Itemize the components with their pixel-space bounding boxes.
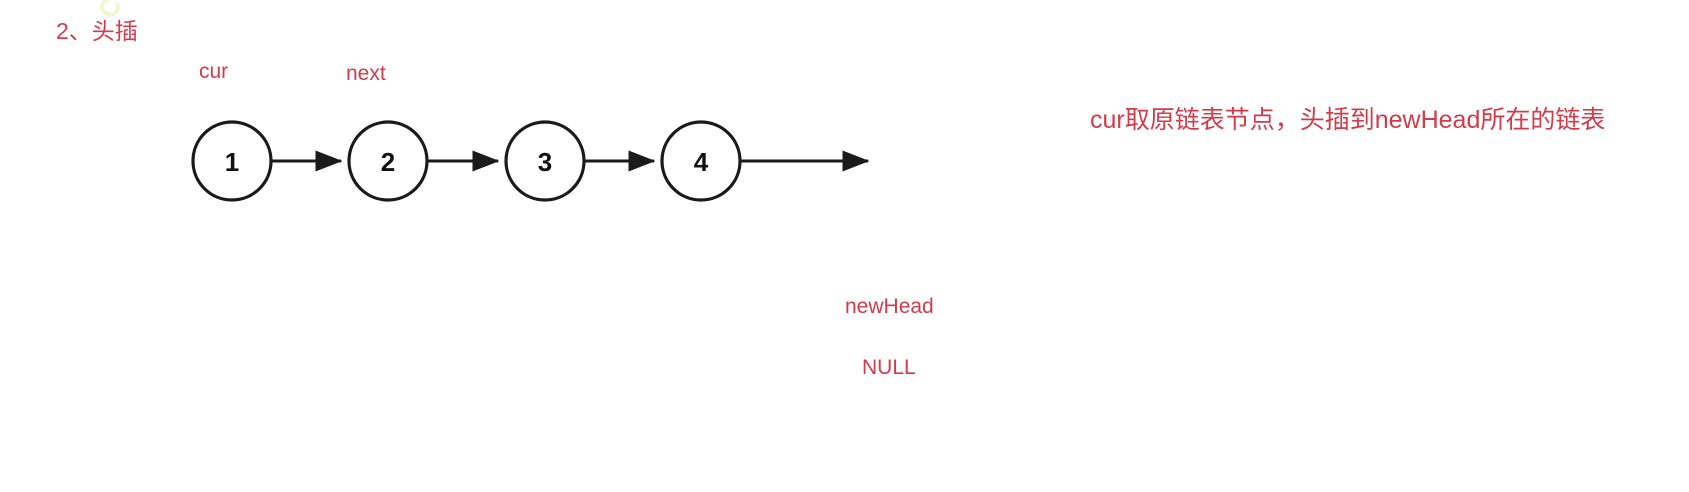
pointer-label-cur: cur <box>199 60 229 83</box>
node-value: 4 <box>694 147 709 177</box>
list-node-2: 2 <box>347 120 429 202</box>
node-value: 3 <box>538 147 552 177</box>
node-circle <box>660 120 742 202</box>
node-value: 1 <box>225 147 239 177</box>
new-head-label: newHead <box>845 295 934 318</box>
node-circle <box>504 120 586 202</box>
list-node-1: 1 <box>191 120 273 202</box>
page-title: 2、头插 <box>56 18 138 44</box>
list-node-4: 4 <box>660 120 742 202</box>
node-circle <box>191 120 273 202</box>
list-node-3: 3 <box>504 120 586 202</box>
pointer-label-next: next <box>346 62 386 85</box>
node-value: 2 <box>381 147 395 177</box>
node-circle <box>347 120 429 202</box>
null-label: NULL <box>862 356 916 379</box>
description-text: cur取原链表节点，头插到newHead所在的链表 <box>1090 106 1606 134</box>
